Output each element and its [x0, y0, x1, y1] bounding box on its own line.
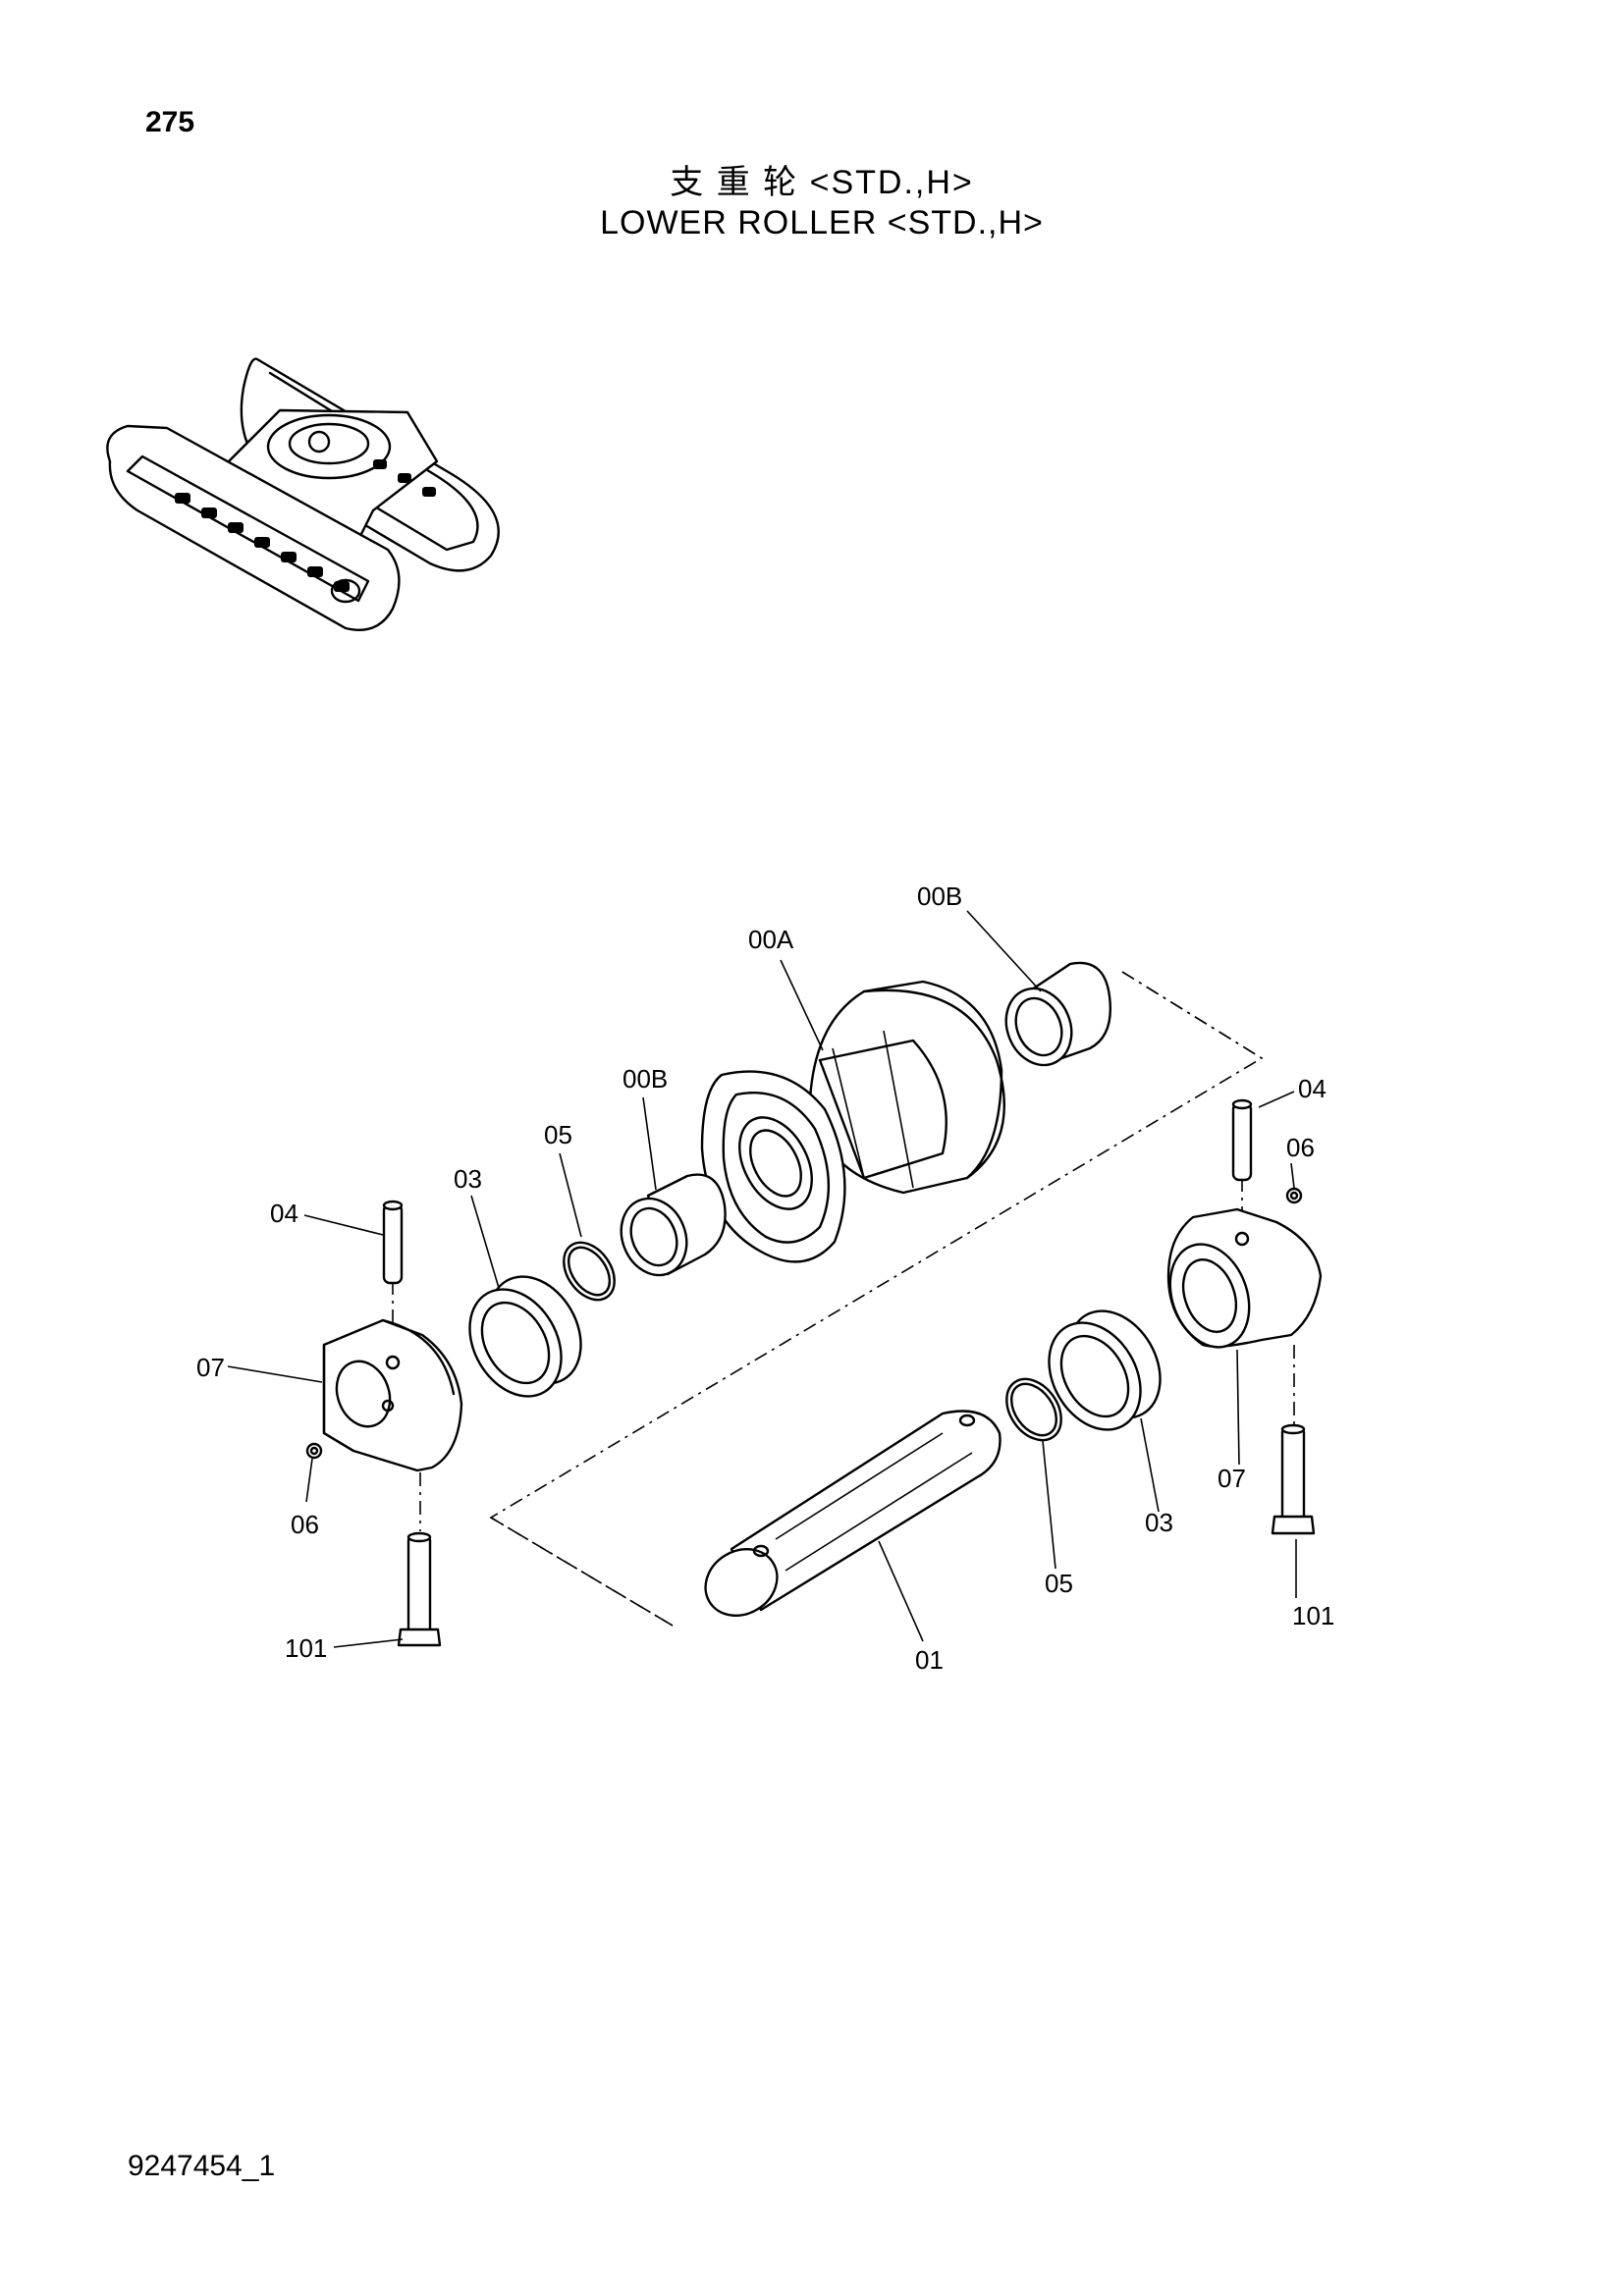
pin-left-04	[382, 1200, 404, 1285]
bolt-left-101	[397, 1531, 442, 1647]
label-01: 01	[915, 1645, 944, 1675]
label-03-right: 03	[1145, 1508, 1173, 1537]
label-04-right: 04	[1298, 1074, 1326, 1103]
label-00B-right: 00B	[917, 881, 962, 911]
page-number: 275	[145, 106, 195, 138]
label-07-left: 07	[196, 1353, 225, 1382]
seal-ring-right-05	[1005, 1377, 1062, 1442]
floating-seal-left-03	[468, 1275, 582, 1398]
undercarriage-thumbnail	[106, 357, 500, 631]
shaft-01	[704, 1410, 1001, 1617]
callout-labels: 00A 00B 00B 05 03 04 07 06 101 01 05 03 …	[196, 881, 1334, 1675]
label-04-left: 04	[270, 1199, 298, 1228]
roller-body-00A	[700, 980, 1005, 1263]
collar-right-07	[1166, 1207, 1323, 1349]
label-101-right: 101	[1292, 1601, 1334, 1630]
bolt-right-101	[1271, 1423, 1316, 1535]
label-03-left: 03	[454, 1164, 482, 1194]
page-title-english: LOWER ROLLER <STD.,H>	[600, 204, 1044, 241]
collar-left-07	[322, 1318, 463, 1472]
floating-seal-right-03	[1048, 1309, 1162, 1431]
label-00A: 00A	[748, 925, 794, 954]
page-title-chinese: 支 重 轮 <STD.,H>	[670, 164, 974, 201]
label-07-right: 07	[1218, 1464, 1246, 1493]
pin-right-04	[1231, 1098, 1253, 1182]
label-101-left: 101	[285, 1633, 327, 1663]
assembly-outline	[489, 971, 1264, 1627]
plug-right-06	[1285, 1187, 1303, 1204]
label-05-left: 05	[544, 1120, 572, 1149]
bushing-right-00B	[1004, 961, 1111, 1067]
bushing-left-00B	[620, 1173, 727, 1277]
label-06-left: 06	[291, 1510, 319, 1539]
seal-ring-left-05	[563, 1241, 616, 1302]
plug-left-06	[305, 1442, 323, 1460]
document-id: 9247454_1	[128, 2150, 276, 2182]
label-00B-left: 00B	[623, 1064, 668, 1094]
label-06-right: 06	[1286, 1133, 1315, 1162]
label-05-right: 05	[1045, 1569, 1073, 1598]
leader-lines	[227, 910, 1297, 1648]
